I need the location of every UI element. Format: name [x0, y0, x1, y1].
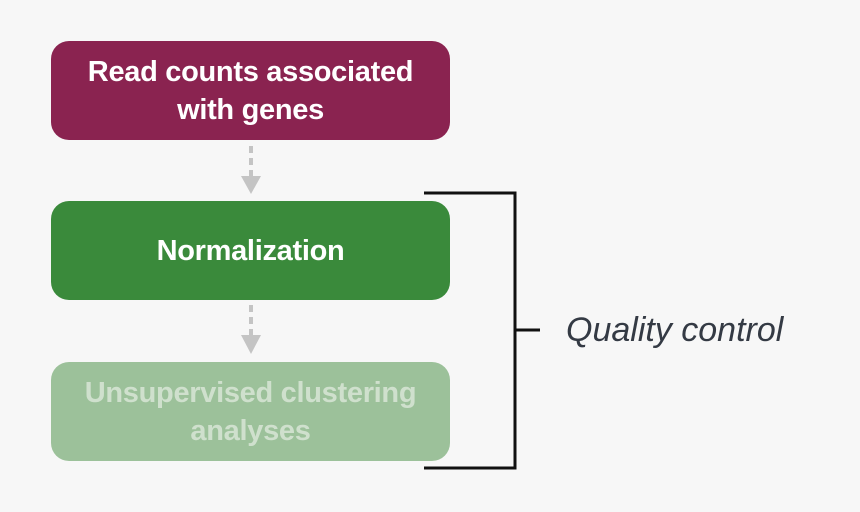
quality-control-label: Quality control — [566, 311, 784, 349]
step-read-counts-label: Read counts associated with genes — [87, 55, 414, 126]
step-normalization-label: Normalization — [156, 234, 345, 267]
step-read-counts: Read counts associated with genes — [51, 41, 450, 140]
step-unsupervised-clustering-label: Unsupervised clustering analyses — [84, 376, 417, 447]
step-normalization: Normalization — [51, 201, 450, 300]
step-unsupervised-clustering: Unsupervised clustering analyses — [51, 362, 450, 461]
down-arrow-2 — [241, 305, 261, 354]
down-arrow-1 — [241, 146, 261, 194]
